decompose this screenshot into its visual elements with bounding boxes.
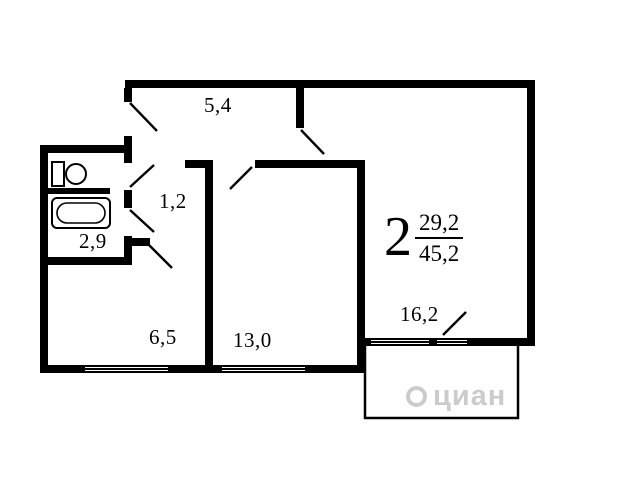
kitchen-door-swing xyxy=(148,244,173,269)
watermark-logo-icon xyxy=(406,386,427,407)
wall-bath-right-c xyxy=(124,236,132,265)
wall-bath-right-b xyxy=(124,190,132,208)
watermark: циан xyxy=(406,380,506,413)
wall-step xyxy=(357,338,365,373)
room-large-window xyxy=(371,338,429,346)
wc-door-swing xyxy=(129,164,155,188)
area-fraction: 29,2 45,2 xyxy=(415,210,464,267)
room-small-door-swing xyxy=(229,166,253,190)
wall-bath-top xyxy=(40,145,132,153)
room-label-bathroom: 2,9 xyxy=(79,229,107,253)
wall-kitchen-divider xyxy=(205,160,213,373)
room-label-room-small: 13,0 xyxy=(233,328,272,352)
room-label-corridor: 1,2 xyxy=(159,189,187,213)
wall-bath-bottom xyxy=(40,257,132,265)
bath-door-swing xyxy=(129,209,155,233)
wall-room-small-top xyxy=(255,160,365,168)
wall-hall-stub xyxy=(296,88,304,128)
wall-room-divider xyxy=(357,160,365,338)
wall-top xyxy=(125,80,535,88)
room-small-window xyxy=(222,365,305,373)
entrance-door-swing xyxy=(129,102,158,132)
living-area: 29,2 xyxy=(415,210,464,240)
wall-corridor-stub xyxy=(132,238,150,246)
wall-divider-stub xyxy=(185,160,213,168)
apartment-notation: 2 29,2 45,2 xyxy=(384,206,464,269)
balcony-door-swing xyxy=(442,311,467,336)
kitchen-window xyxy=(85,365,168,373)
wall-right xyxy=(527,88,535,346)
bathtub-icon xyxy=(51,197,111,229)
watermark-text: циан xyxy=(433,380,507,412)
room-label-hallway: 5,4 xyxy=(204,93,232,117)
wall-wc-divider xyxy=(48,188,110,194)
rooms-count: 2 xyxy=(384,206,412,269)
wall-hall-left-upper xyxy=(124,88,132,102)
wall-bath-right-a xyxy=(124,153,132,163)
room-large-door-swing xyxy=(300,129,325,155)
total-area: 45,2 xyxy=(419,241,460,267)
room-label-room-large: 16,2 xyxy=(400,302,439,326)
wall-bottom-left xyxy=(40,365,365,373)
wall-hall-left-lower xyxy=(124,136,132,153)
balcony-door-window xyxy=(437,338,467,346)
room-label-kitchen: 6,5 xyxy=(149,325,177,349)
toilet-icon xyxy=(51,161,87,187)
